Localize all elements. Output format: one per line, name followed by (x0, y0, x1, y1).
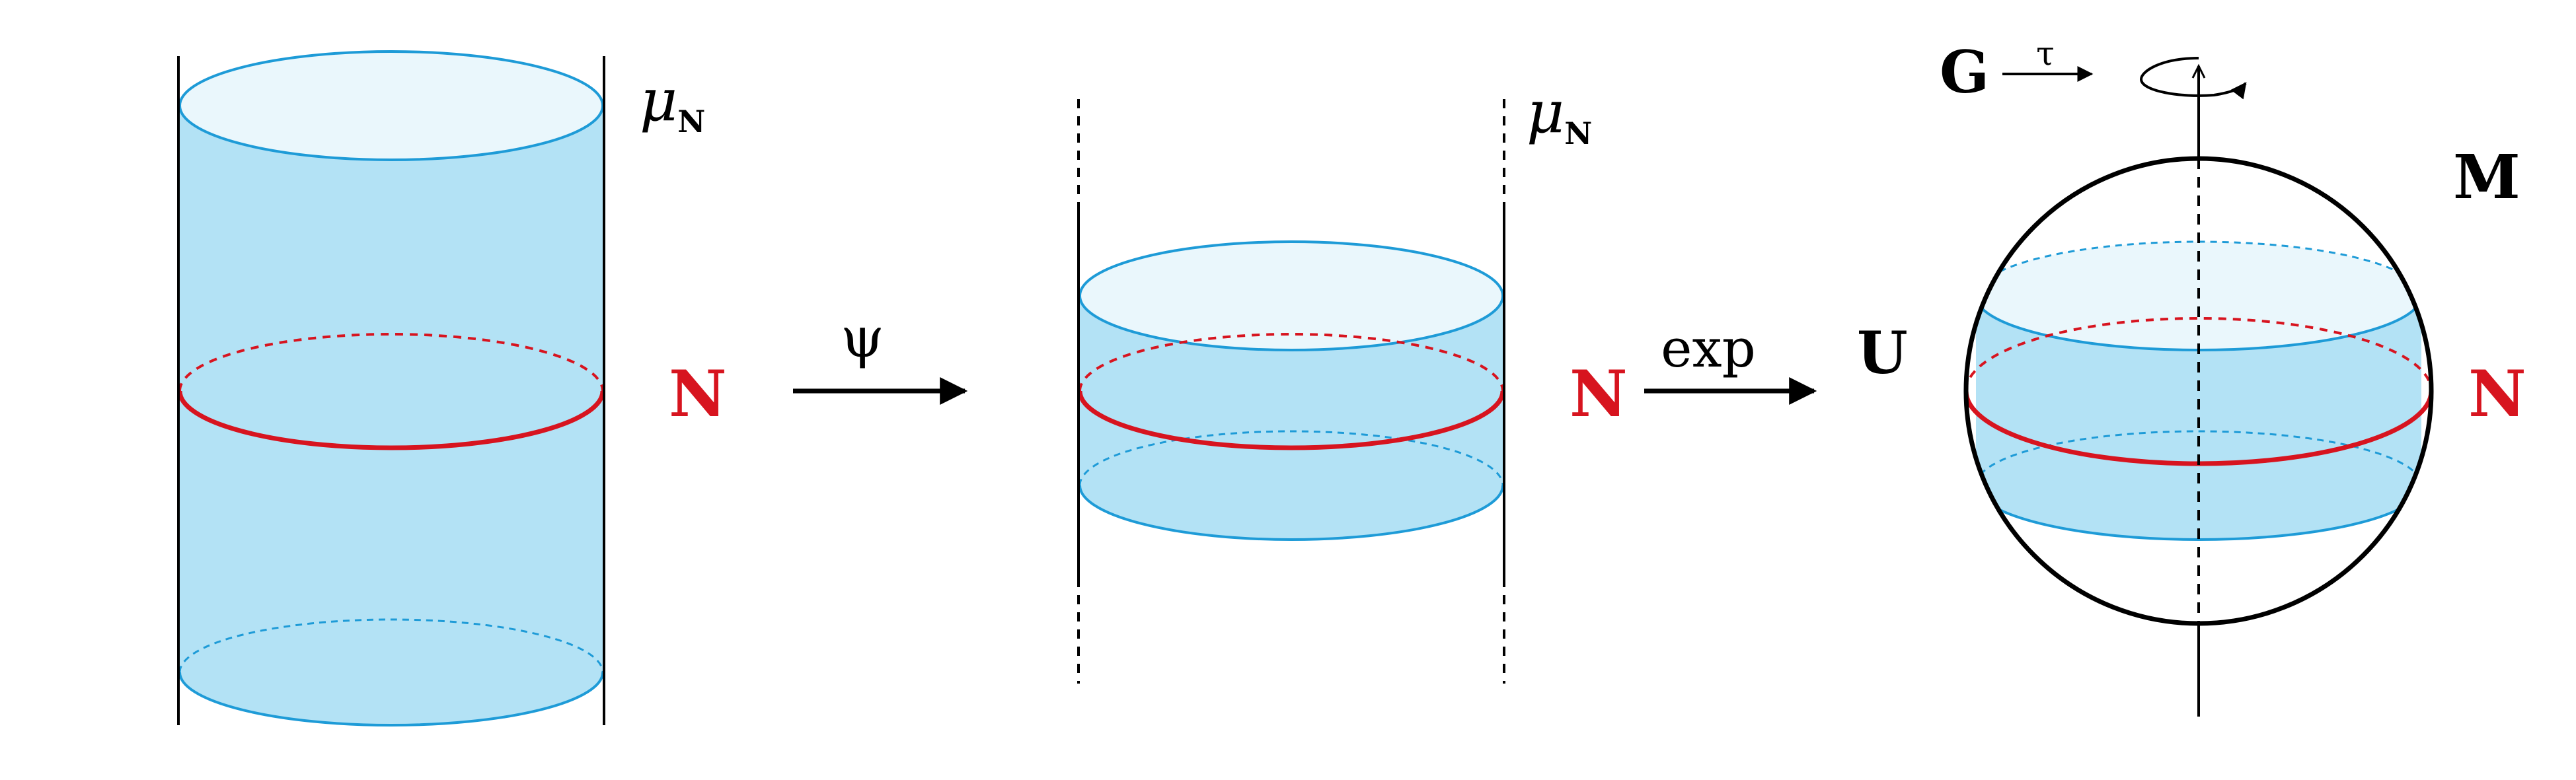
label-N-2: N (1570, 357, 1628, 431)
cylinder-band-bottom-front-edge (1079, 485, 1504, 541)
label-N-1: N (669, 357, 727, 431)
cylinder-full-bottom-back-edge (178, 618, 604, 673)
label-tau: τ (2036, 34, 2055, 73)
axis-arrow-tip (2191, 63, 2206, 79)
cylinder-full-bottom-front-edge (178, 672, 604, 727)
cylinder-full-top-cap (178, 50, 604, 161)
label-M: M (2453, 141, 2520, 213)
label-mu-2: μN (1527, 78, 1592, 151)
cylinder-full-N-front (177, 390, 605, 450)
sphere-group (1963, 57, 2434, 717)
label-exp: exp (1661, 318, 1756, 379)
sphere-N-back (1965, 317, 2433, 392)
sphere-band-bottom-back-edge (1975, 430, 2423, 486)
label-G: G (1940, 38, 1989, 106)
label-mu-1: μN (640, 66, 705, 139)
cylinder-full-body (180, 106, 603, 725)
cylinder-band-N-front (1077, 390, 1505, 450)
cylinder-band-bottom-back-edge (1079, 430, 1504, 486)
cylinder-band (1077, 99, 1505, 684)
label-U: U (1857, 318, 1908, 387)
cylinder-full (177, 50, 605, 727)
cylinder-band-top-cap (1079, 240, 1504, 351)
cylinder-band-body (1080, 296, 1503, 540)
rotation-arrow-icon (2139, 57, 2247, 100)
sphere-band-bottom-front-edge (1975, 485, 2423, 541)
label-psi: ψ (841, 305, 884, 370)
label-N-3: N (2468, 357, 2526, 431)
